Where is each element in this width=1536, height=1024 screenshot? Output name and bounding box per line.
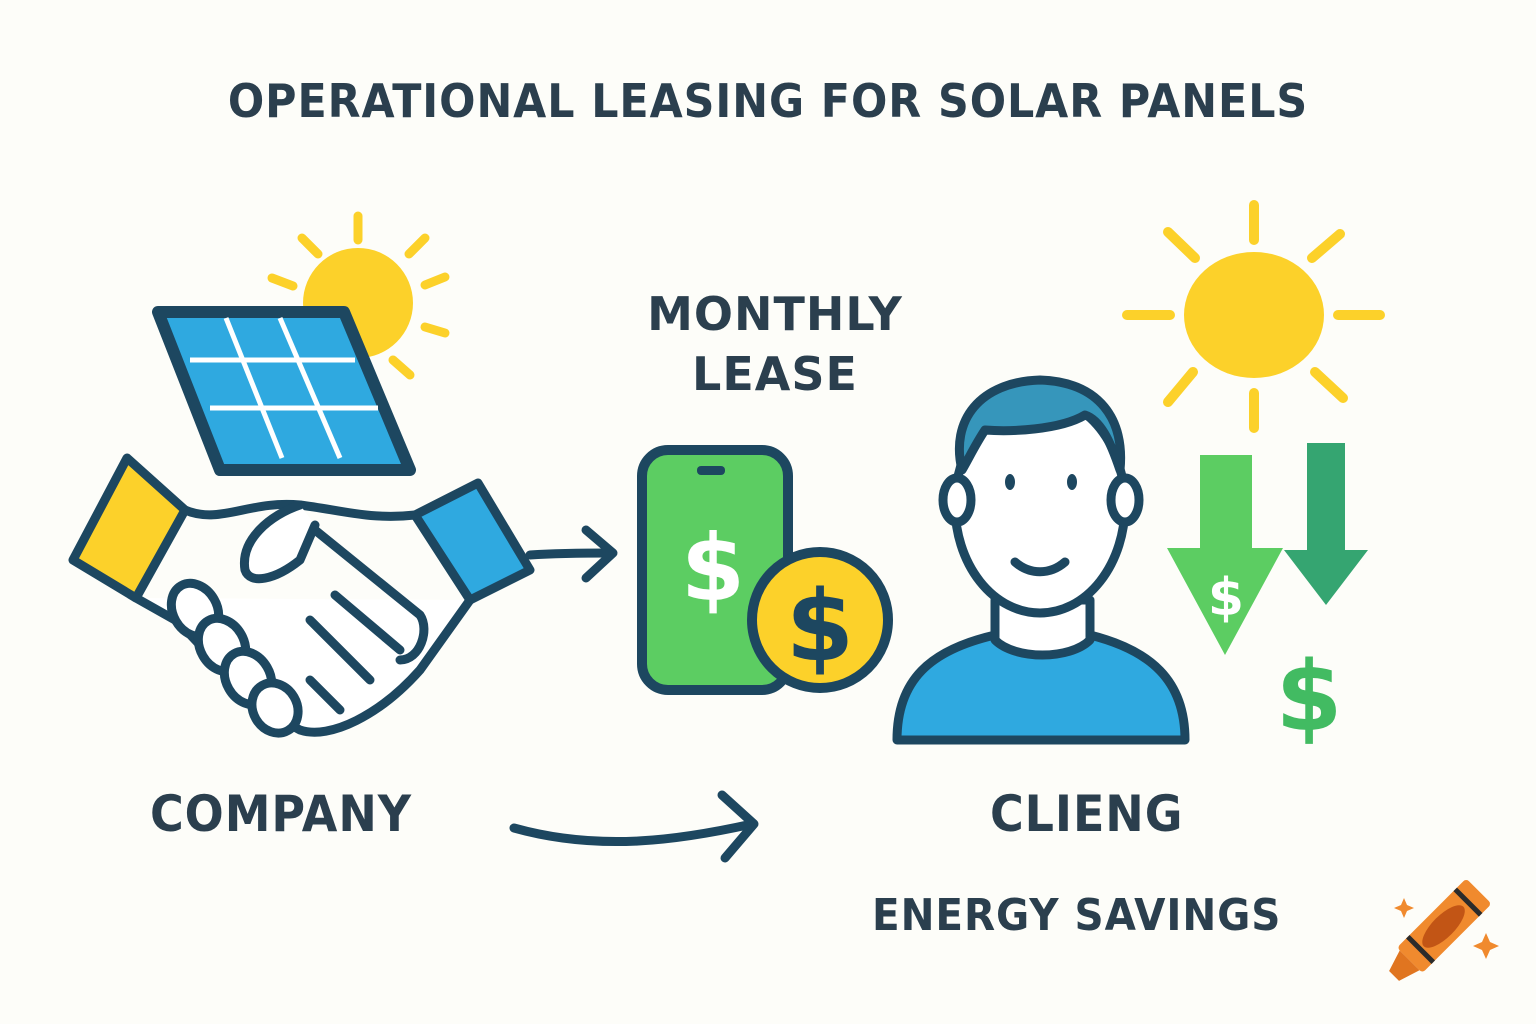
down-arrow-dollar-icon: $ — [1167, 443, 1368, 655]
svg-text:$: $ — [681, 515, 745, 622]
handshake-icon — [68, 453, 535, 738]
dollar-coin-icon: $ — [747, 547, 893, 693]
client-label: CLIENG — [990, 785, 1184, 843]
page-title: OPERATIONAL LEASING FOR SOLAR PANELS — [227, 74, 1309, 128]
arrow-right-icon — [525, 525, 618, 583]
svg-text:$: $ — [1208, 568, 1244, 628]
monthly-lease-label: MONTHLY LEASE — [600, 284, 950, 404]
energy-savings-label: ENERGY SAVINGS — [872, 890, 1282, 941]
svg-text:$: $ — [786, 570, 854, 684]
dollar-icon: $ — [1276, 641, 1343, 753]
crayon-icon — [1389, 880, 1499, 981]
curved-arrow-icon — [509, 790, 759, 863]
company-label: COMPANY — [150, 785, 412, 843]
solar-panel-icon — [152, 306, 416, 476]
person-icon — [892, 375, 1190, 745]
monthly-lease-line2: LEASE — [692, 347, 858, 401]
sun-icon — [1122, 200, 1385, 433]
monthly-lease-line1: MONTHLY — [647, 287, 903, 341]
